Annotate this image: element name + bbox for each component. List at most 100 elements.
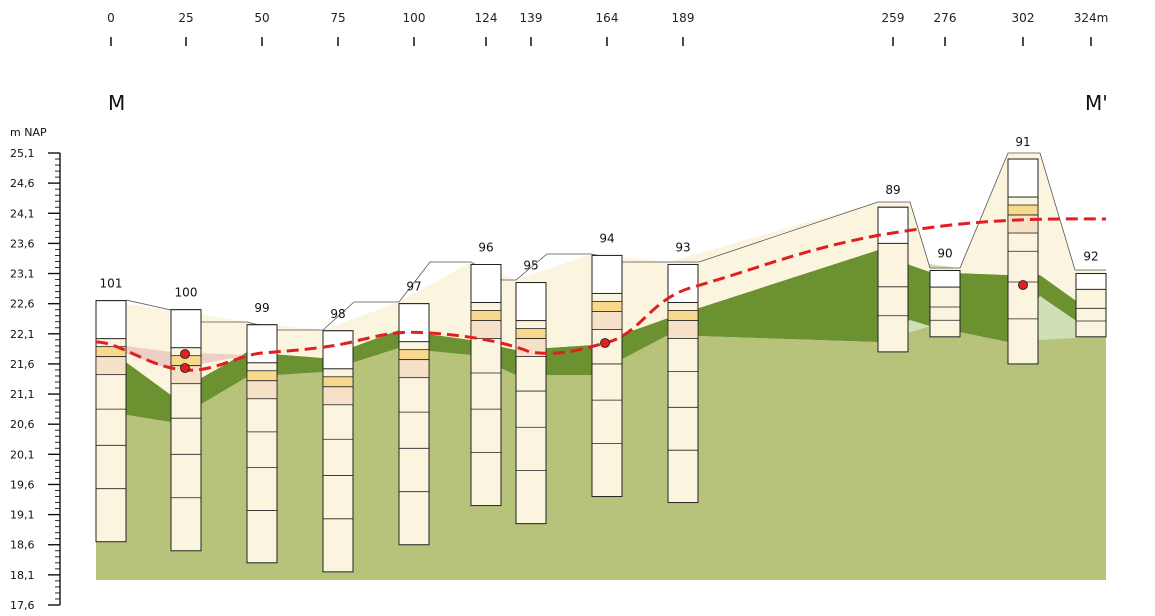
- borehole-column: [95, 300, 127, 543]
- y-axis: 25,1 24,6 24,1 23,6 23,1 22,6 22,1 21,6 21,1 20,6…: [10, 147, 61, 612]
- y-tick-label: 25,1: [10, 147, 35, 160]
- borehole-label: 101: [100, 277, 123, 291]
- distance-label: 259: [882, 11, 905, 25]
- y-tick-label: 23,6: [10, 237, 35, 250]
- borehole-layer: [246, 380, 278, 400]
- borehole-top-layer: [515, 282, 547, 322]
- y-tick-label: 20,1: [10, 448, 35, 461]
- borehole-layer: [667, 310, 699, 321]
- distance-label: 124: [475, 11, 498, 25]
- borehole-top-layer: [1075, 273, 1107, 290]
- borehole-93: 93: [667, 240, 699, 504]
- borehole-label: 97: [406, 280, 421, 294]
- section-end-label: M': [1085, 91, 1108, 115]
- borehole-top-layer: [877, 206, 909, 244]
- borehole-layer: [667, 320, 699, 339]
- y-tick-label: 24,6: [10, 177, 35, 190]
- borehole-top-layer: [246, 324, 278, 364]
- y-tick-label: 21,1: [10, 388, 35, 401]
- sample-point: [1018, 280, 1028, 290]
- borehole-top-layer: [929, 270, 961, 288]
- borehole-column: [515, 282, 547, 525]
- borehole-layer: [246, 370, 278, 382]
- borehole-top-layer: [591, 254, 623, 294]
- y-tick-label: 24,1: [10, 207, 35, 220]
- borehole-column: [398, 303, 430, 546]
- sample-point: [600, 338, 610, 348]
- borehole-label: 100: [175, 286, 198, 300]
- borehole-layer: [1007, 204, 1039, 216]
- borehole-top-layer: [398, 303, 430, 343]
- borehole-label: 94: [599, 231, 614, 245]
- sample-point: [180, 363, 190, 373]
- section-start-label: M: [108, 91, 125, 115]
- borehole-column: [591, 254, 623, 498]
- borehole-label: 91: [1015, 135, 1030, 149]
- y-tick-label: 20,6: [10, 418, 35, 431]
- groundwater-line: [95, 217, 1107, 372]
- borehole-column: [322, 330, 354, 573]
- borehole-label: 92: [1083, 250, 1098, 264]
- borehole-label: 93: [675, 240, 690, 254]
- borehole-90: 90: [929, 247, 961, 338]
- borehole-label: 98: [330, 307, 345, 321]
- borehole-96: 96: [470, 240, 502, 507]
- y-tick-label: 18,6: [10, 539, 35, 552]
- borehole-layer: [95, 356, 127, 376]
- sample-point: [180, 349, 190, 359]
- borehole-column: [246, 324, 278, 564]
- borehole-100: 100: [170, 286, 202, 552]
- distance-label: 50: [254, 11, 269, 25]
- dark-green-layer: [96, 250, 1106, 422]
- y-axis-unit: m NAP: [10, 126, 47, 139]
- boreholes: 101 100 99 98 97 96 95 94 93 89 90 91 92: [95, 135, 1107, 573]
- borehole-top-layer: [667, 263, 699, 303]
- distance-label: 0: [107, 11, 115, 25]
- borehole-top-layer: [470, 263, 502, 303]
- borehole-94: 94: [591, 231, 623, 498]
- borehole-label: 96: [478, 240, 493, 254]
- borehole-91: 91: [1007, 135, 1039, 365]
- y-tick-label: 19,6: [10, 478, 35, 491]
- borehole-column: [667, 263, 699, 504]
- distance-label: 164: [596, 11, 619, 25]
- y-tick-label: 21,6: [10, 358, 35, 371]
- borehole-99: 99: [246, 301, 278, 564]
- y-tick-label: 18,1: [10, 569, 35, 582]
- borehole-92: 92: [1075, 250, 1107, 338]
- borehole-layer: [398, 359, 430, 379]
- distance-label: 276: [934, 11, 957, 25]
- distance-label: 75: [330, 11, 345, 25]
- borehole-layer: [322, 376, 354, 388]
- borehole-89: 89: [877, 183, 909, 353]
- borehole-layer: [398, 349, 430, 361]
- borehole-top-layer: [95, 300, 127, 340]
- distance-label: 139: [520, 11, 543, 25]
- y-tick-label: 22,1: [10, 328, 35, 341]
- borehole-layer: [591, 311, 623, 330]
- borehole-label: 95: [523, 259, 538, 273]
- distance-label: 324m: [1074, 11, 1109, 25]
- borehole-98: 98: [322, 307, 354, 573]
- y-tick-label: 19,1: [10, 509, 35, 522]
- borehole-column: [470, 263, 502, 507]
- borehole-101: 101: [95, 277, 127, 543]
- borehole-95: 95: [515, 259, 547, 525]
- distance-label: 302: [1012, 11, 1035, 25]
- borehole-label: 99: [254, 301, 269, 315]
- borehole-label: 89: [885, 183, 900, 197]
- distance-label: 189: [672, 11, 695, 25]
- y-tick-label: 23,1: [10, 268, 35, 281]
- borehole-label: 90: [937, 247, 952, 261]
- borehole-layer: [1007, 214, 1039, 234]
- borehole-layer: [591, 301, 623, 312]
- borehole-layer: [470, 320, 502, 339]
- borehole-top-layer: [1007, 158, 1039, 198]
- borehole-top-layer: [170, 309, 202, 349]
- y-tick-label: 22,6: [10, 298, 35, 311]
- distance-label: 100: [403, 11, 426, 25]
- borehole-layer: [515, 328, 547, 339]
- borehole-layer: [322, 386, 354, 406]
- borehole-top-layer: [322, 330, 354, 370]
